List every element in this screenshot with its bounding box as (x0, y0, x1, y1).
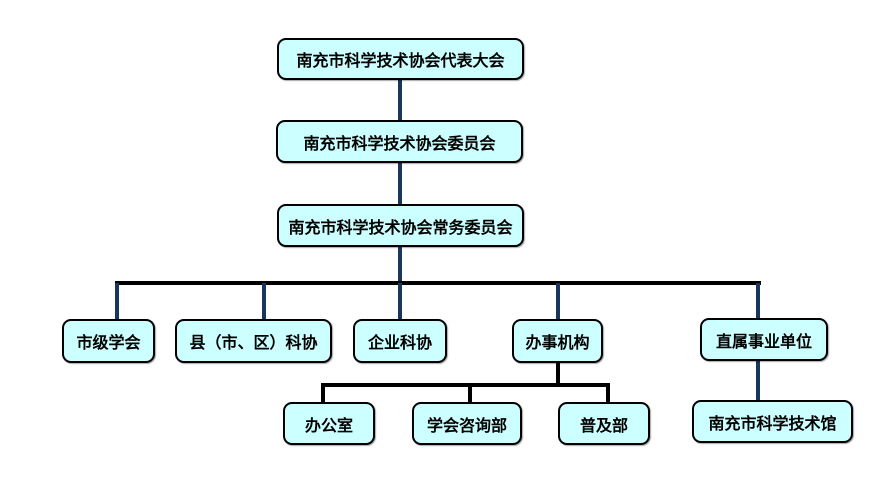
connector-congress-to-committee (398, 80, 402, 120)
connector-drop-general-office (321, 387, 325, 402)
connector-drop-enterprise (398, 283, 402, 319)
connector-drop-consulting-dept (468, 387, 472, 402)
connector-drop-popularization-dept (606, 387, 610, 402)
org-node-standing-committee: 南充市科学技术协会常务委员会 (277, 204, 524, 247)
connector-drop-admin-offices (556, 283, 560, 319)
org-node-enterprise-associations: 企业科协 (353, 319, 447, 363)
connector-drop-science-museum (756, 361, 760, 400)
connector-standing-to-rail (398, 247, 402, 283)
connector-drop-affiliated (756, 283, 760, 318)
org-node-representative-congress: 南充市科学技术协会代表大会 (277, 38, 524, 80)
connector-sub-rail (321, 383, 610, 387)
org-node-affiliated-institutions: 直属事业单位 (700, 318, 828, 361)
connector-admin-offices-feed (556, 363, 560, 385)
org-node-society-consulting-dept: 学会咨询部 (412, 402, 522, 445)
org-node-city-societies: 市级学会 (62, 319, 155, 363)
connector-main-rail (115, 281, 761, 285)
connector-drop-county-associations (262, 283, 266, 319)
org-node-administrative-offices: 办事机构 (512, 319, 603, 363)
connector-drop-city-societies (115, 283, 119, 319)
org-node-committee: 南充市科学技术协会委员会 (276, 120, 523, 163)
connector-committee-to-standing (398, 163, 402, 204)
org-node-general-office: 办公室 (283, 402, 375, 445)
org-node-county-associations: 县（市、区）科协 (175, 319, 332, 363)
org-node-popularization-dept: 普及部 (558, 402, 650, 445)
org-node-science-museum: 南充市科学技术馆 (692, 400, 853, 443)
